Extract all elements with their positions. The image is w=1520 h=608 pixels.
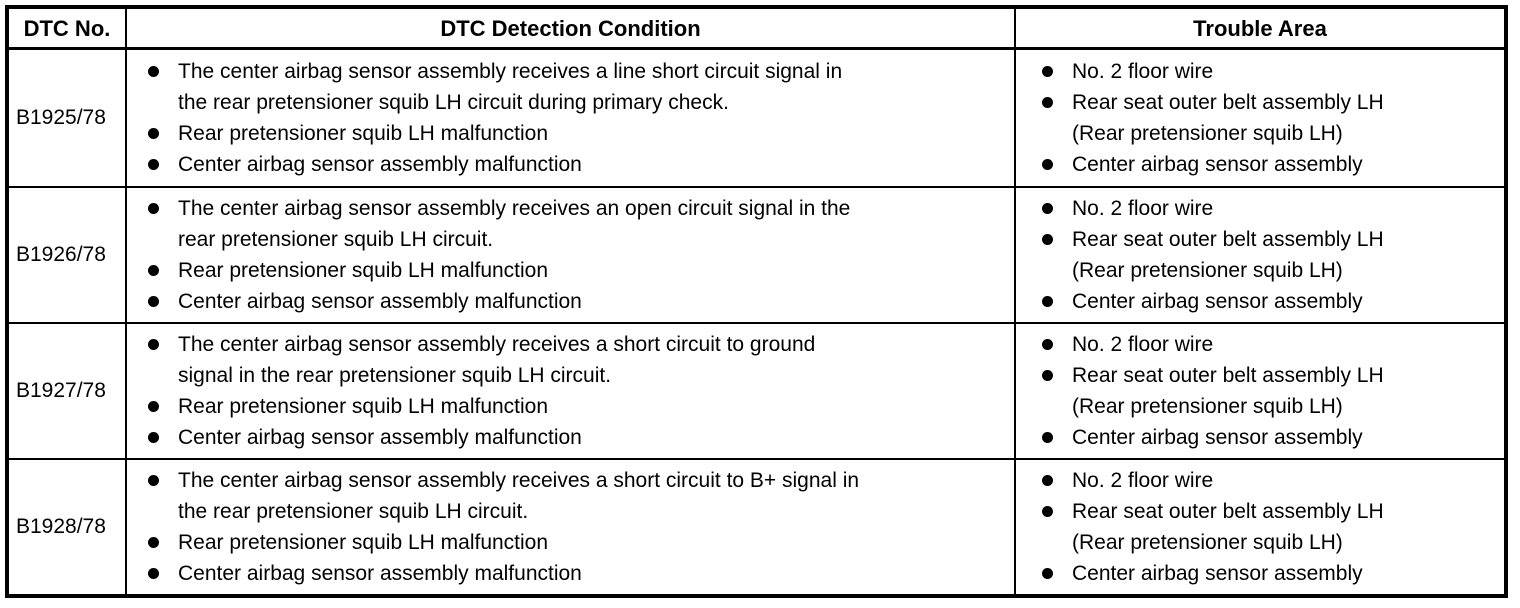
bullet-icon	[1042, 339, 1053, 350]
list-item: No. 2 floor wire	[1041, 193, 1498, 224]
list-item: Rear pretensioner squib LH malfunction	[147, 527, 1004, 558]
bullet-icon	[148, 159, 159, 170]
bullet-icon	[148, 66, 159, 77]
list-item: Rear seat outer belt assembly LH (Rear p…	[1041, 360, 1498, 422]
trouble-text: Center airbag sensor assembly	[1072, 562, 1363, 585]
bullet-icon	[1042, 296, 1053, 307]
list-item: No. 2 floor wire	[1041, 465, 1498, 496]
header-detection-condition: DTC Detection Condition	[127, 9, 1016, 47]
bullet-icon	[148, 401, 159, 412]
trouble-text: No. 2 floor wire	[1072, 60, 1214, 83]
bullet-icon	[1042, 432, 1053, 443]
bullet-icon	[1042, 66, 1053, 77]
header-trouble-area: Trouble Area	[1193, 16, 1327, 41]
condition-text: Center airbag sensor assembly malfunctio…	[178, 290, 582, 313]
condition-text: Rear pretensioner squib LH malfunction	[178, 395, 549, 418]
trouble-text: Center airbag sensor assembly	[1072, 153, 1363, 176]
condition-text: Center airbag sensor assembly malfunctio…	[178, 426, 582, 449]
condition-text: The center airbag sensor assembly receiv…	[178, 197, 851, 251]
trouble-text: No. 2 floor wire	[1072, 197, 1214, 220]
dtc-no-cell: B1925/78	[9, 50, 127, 186]
trouble-area-cell: No. 2 floor wire Rear seat outer belt as…	[1016, 50, 1504, 186]
list-item: Rear seat outer belt assembly LH (Rear p…	[1041, 87, 1498, 149]
trouble-text: Center airbag sensor assembly	[1072, 426, 1363, 449]
table-row-b1927: B1927/78 The center airbag sensor assemb…	[9, 322, 1504, 458]
bullet-icon	[1042, 234, 1053, 245]
bullet-icon	[148, 432, 159, 443]
trouble-area-cell: No. 2 floor wire Rear seat outer belt as…	[1016, 324, 1504, 458]
detection-condition-cell: The center airbag sensor assembly receiv…	[127, 460, 1016, 594]
condition-text: Rear pretensioner squib LH malfunction	[178, 259, 549, 282]
dtc-no: B1927/78	[16, 379, 106, 402]
list-item: Rear pretensioner squib LH malfunction	[147, 391, 1004, 422]
detection-condition-cell: The center airbag sensor assembly receiv…	[127, 324, 1016, 458]
condition-text: Rear pretensioner squib LH malfunction	[178, 531, 549, 554]
list-item: The center airbag sensor assembly receiv…	[147, 56, 1004, 118]
trouble-text: No. 2 floor wire	[1072, 333, 1214, 356]
dtc-no-cell: B1926/78	[9, 188, 127, 322]
bullet-icon	[1042, 475, 1053, 486]
list-item: Rear pretensioner squib LH malfunction	[147, 255, 1004, 286]
list-item: Center airbag sensor assembly	[1041, 286, 1498, 317]
list-item: Center airbag sensor assembly malfunctio…	[147, 558, 1004, 589]
condition-text: The center airbag sensor assembly receiv…	[178, 469, 860, 523]
detection-condition-cell: The center airbag sensor assembly receiv…	[127, 188, 1016, 322]
table-row-b1926: B1926/78 The center airbag sensor assemb…	[9, 186, 1504, 322]
list-item: No. 2 floor wire	[1041, 56, 1498, 87]
bullet-icon	[148, 296, 159, 307]
list-item: Center airbag sensor assembly malfunctio…	[147, 286, 1004, 317]
trouble-text: No. 2 floor wire	[1072, 469, 1214, 492]
bullet-icon	[148, 568, 159, 579]
table-row-b1925: B1925/78 The center airbag sensor assemb…	[9, 50, 1504, 186]
list-item: Center airbag sensor assembly	[1041, 149, 1498, 180]
bullet-icon	[148, 128, 159, 139]
bullet-icon	[148, 537, 159, 548]
dtc-no: B1926/78	[16, 243, 106, 266]
dtc-table: DTC No. DTC Detection Condition Trouble …	[5, 5, 1508, 598]
list-item: Center airbag sensor assembly malfunctio…	[147, 422, 1004, 453]
list-item: The center airbag sensor assembly receiv…	[147, 465, 1004, 527]
list-item: Rear seat outer belt assembly LH (Rear p…	[1041, 496, 1498, 558]
condition-text: Center airbag sensor assembly malfunctio…	[178, 153, 582, 176]
condition-text: Center airbag sensor assembly malfunctio…	[178, 562, 582, 585]
trouble-area-cell: No. 2 floor wire Rear seat outer belt as…	[1016, 188, 1504, 322]
detection-condition-cell: The center airbag sensor assembly receiv…	[127, 50, 1016, 186]
condition-text: The center airbag sensor assembly receiv…	[178, 60, 843, 114]
list-item: Rear pretensioner squib LH malfunction	[147, 118, 1004, 149]
list-item: No. 2 floor wire	[1041, 329, 1498, 360]
bullet-icon	[148, 475, 159, 486]
bullet-icon	[148, 265, 159, 276]
list-item: The center airbag sensor assembly receiv…	[147, 329, 1004, 391]
bullet-icon	[1042, 506, 1053, 517]
dtc-no-cell: B1927/78	[9, 324, 127, 458]
dtc-no-cell: B1928/78	[9, 460, 127, 594]
condition-text: Rear pretensioner squib LH malfunction	[178, 122, 549, 145]
bullet-icon	[148, 339, 159, 350]
bullet-icon	[1042, 568, 1053, 579]
trouble-text: Rear seat outer belt assembly LH (Rear p…	[1072, 364, 1384, 418]
trouble-text: Center airbag sensor assembly	[1072, 290, 1363, 313]
dtc-no: B1928/78	[16, 515, 106, 538]
table-row-b1928: B1928/78 The center airbag sensor assemb…	[9, 458, 1504, 594]
list-item: Center airbag sensor assembly	[1041, 422, 1498, 453]
list-item: Rear seat outer belt assembly LH (Rear p…	[1041, 224, 1498, 286]
trouble-text: Rear seat outer belt assembly LH (Rear p…	[1072, 91, 1384, 145]
bullet-icon	[1042, 159, 1053, 170]
header-dtc-no: DTC No.	[9, 9, 127, 47]
list-item: Center airbag sensor assembly	[1041, 558, 1498, 589]
list-item: The center airbag sensor assembly receiv…	[147, 193, 1004, 255]
bullet-icon	[1042, 203, 1053, 214]
condition-text: The center airbag sensor assembly receiv…	[178, 333, 816, 387]
trouble-text: Rear seat outer belt assembly LH (Rear p…	[1072, 500, 1384, 554]
table-header-row: DTC No. DTC Detection Condition Trouble …	[9, 9, 1504, 50]
trouble-text: Rear seat outer belt assembly LH (Rear p…	[1072, 228, 1384, 282]
bullet-icon	[148, 203, 159, 214]
trouble-area-cell: No. 2 floor wire Rear seat outer belt as…	[1016, 460, 1504, 594]
bullet-icon	[1042, 370, 1053, 381]
list-item: Center airbag sensor assembly malfunctio…	[147, 149, 1004, 180]
bullet-icon	[1042, 97, 1053, 108]
dtc-no: B1925/78	[16, 106, 106, 129]
